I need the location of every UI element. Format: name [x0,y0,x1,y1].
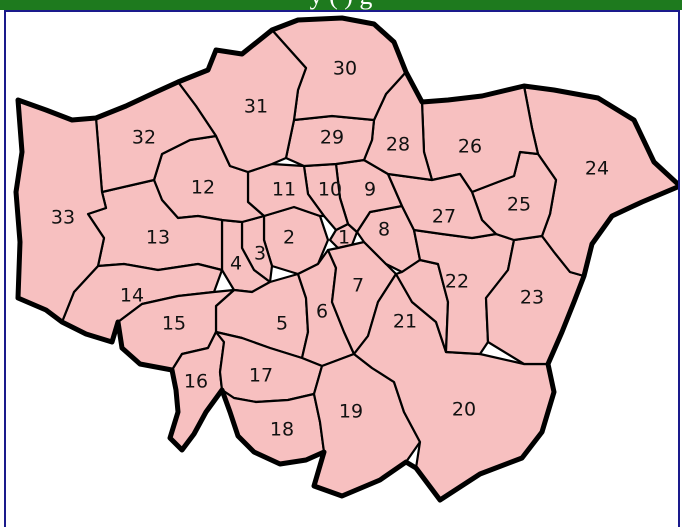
borough-label-4: 4 [230,253,242,275]
borough-label-18: 18 [270,419,294,441]
borough-label-13: 13 [146,227,170,249]
borough-label-7: 7 [352,275,364,297]
borough-label-16: 16 [184,371,208,393]
header-bar: y ( ) g [0,0,682,10]
borough-label-1: 1 [338,227,350,249]
borough-27[interactable] [386,172,498,240]
map-panel: 1 2 3 4 5 6 7 8 9 10 11 12 13 14 15 16 1… [4,10,680,527]
borough-label-27: 27 [432,206,456,228]
borough-label-8: 8 [378,219,390,241]
borough-label-14: 14 [120,285,144,307]
london-outer-boundary [13,15,678,503]
borough-label-2: 2 [283,227,295,249]
borough-label-29: 29 [320,127,344,149]
borough-label-15: 15 [162,313,186,335]
borough-label-26: 26 [458,136,482,158]
borough-label-22: 22 [445,271,469,293]
borough-label-33: 33 [51,207,75,229]
borough-label-24: 24 [585,158,609,180]
london-boroughs-map: 1 2 3 4 5 6 7 8 9 10 11 12 13 14 15 16 1… [13,15,678,503]
borough-label-10: 10 [318,179,342,201]
borough-label-23: 23 [520,287,544,309]
borough-label-28: 28 [386,134,410,156]
borough-label-17: 17 [249,365,273,387]
borough-label-30: 30 [333,58,357,80]
borough-label-20: 20 [452,399,476,421]
borough-label-32: 32 [132,127,156,149]
borough-label-11: 11 [272,179,296,201]
borough-label-6: 6 [316,301,328,323]
header-title: y ( ) g [0,0,682,10]
borough-label-9: 9 [364,179,376,201]
borough-label-19: 19 [339,401,363,423]
borough-label-21: 21 [393,311,417,333]
borough-label-3: 3 [254,243,266,265]
borough-label-5: 5 [276,313,288,335]
borough-label-31: 31 [244,96,268,118]
borough-label-12: 12 [191,177,215,199]
borough-label-25: 25 [507,194,531,216]
